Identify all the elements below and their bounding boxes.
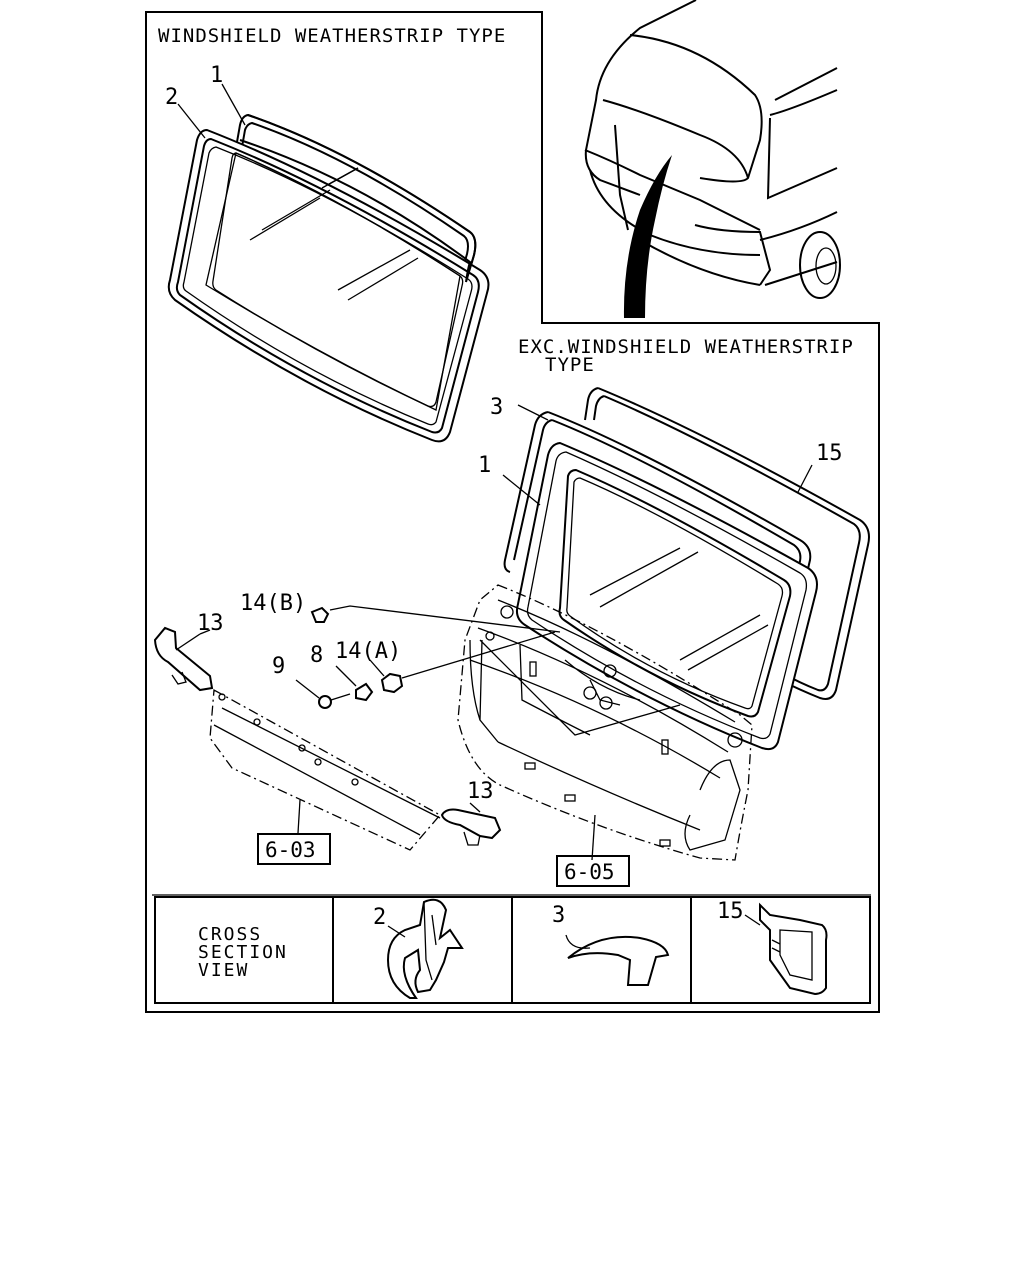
cross-section-title-line3: VIEW	[198, 960, 249, 981]
cross-section-profile-3	[565, 934, 670, 986]
header-windshield-weatherstrip-type: WINDSHIELD WEATHERSTRIP TYPE	[158, 25, 506, 47]
cowl-panel-6-03	[209, 688, 442, 851]
cross-section-table	[154, 896, 871, 1004]
ref-6-03-label: 6-03	[265, 838, 316, 862]
bracket-13-right	[440, 802, 502, 846]
windshield-weatherstrip-type-assembly	[167, 83, 490, 443]
callout-14b: 14(B)	[240, 591, 306, 616]
nut-8	[335, 665, 374, 702]
screw-9	[295, 679, 351, 709]
callout-1-top: 1	[210, 63, 223, 88]
bracket-13-left	[153, 626, 214, 692]
callout-14a: 14(A)	[335, 639, 401, 664]
cross-section-label-2: 2	[373, 905, 386, 930]
clip-14a	[369, 631, 556, 694]
callout-13-right: 13	[467, 779, 494, 804]
ref-box-6-05: 6-05	[556, 855, 630, 887]
cross-section-label-15: 15	[717, 899, 744, 924]
callout-15: 15	[816, 441, 843, 466]
callout-8: 8	[310, 643, 323, 668]
cross-section-title-line2: SECTION	[198, 942, 288, 963]
callout-2-top: 2	[165, 85, 178, 110]
cross-section-title-line1: CROSS	[198, 924, 262, 945]
cross-section-profile-2	[386, 898, 464, 999]
diagram-frames	[145, 11, 880, 1013]
windshield-exc-weatherstrip-assembly	[502, 387, 870, 751]
cross-section-label-3: 3	[552, 903, 565, 928]
callout-13-left: 13	[197, 611, 224, 636]
ref-6-05-label: 6-05	[564, 860, 615, 884]
vehicle-rear-view	[584, 0, 841, 318]
header-exc-windshield-line2: TYPE	[545, 354, 595, 376]
ref-box-6-03: 6-03	[257, 833, 331, 865]
callout-9: 9	[272, 654, 285, 679]
callout-1-lower: 1	[478, 453, 491, 478]
body-panel-6-05	[457, 584, 753, 861]
header-exc-windshield-line1: EXC.WINDSHIELD WEATHERSTRIP	[518, 336, 854, 358]
callout-3: 3	[490, 395, 503, 420]
cross-section-profile-15	[744, 902, 828, 996]
clip-14b	[310, 605, 681, 736]
